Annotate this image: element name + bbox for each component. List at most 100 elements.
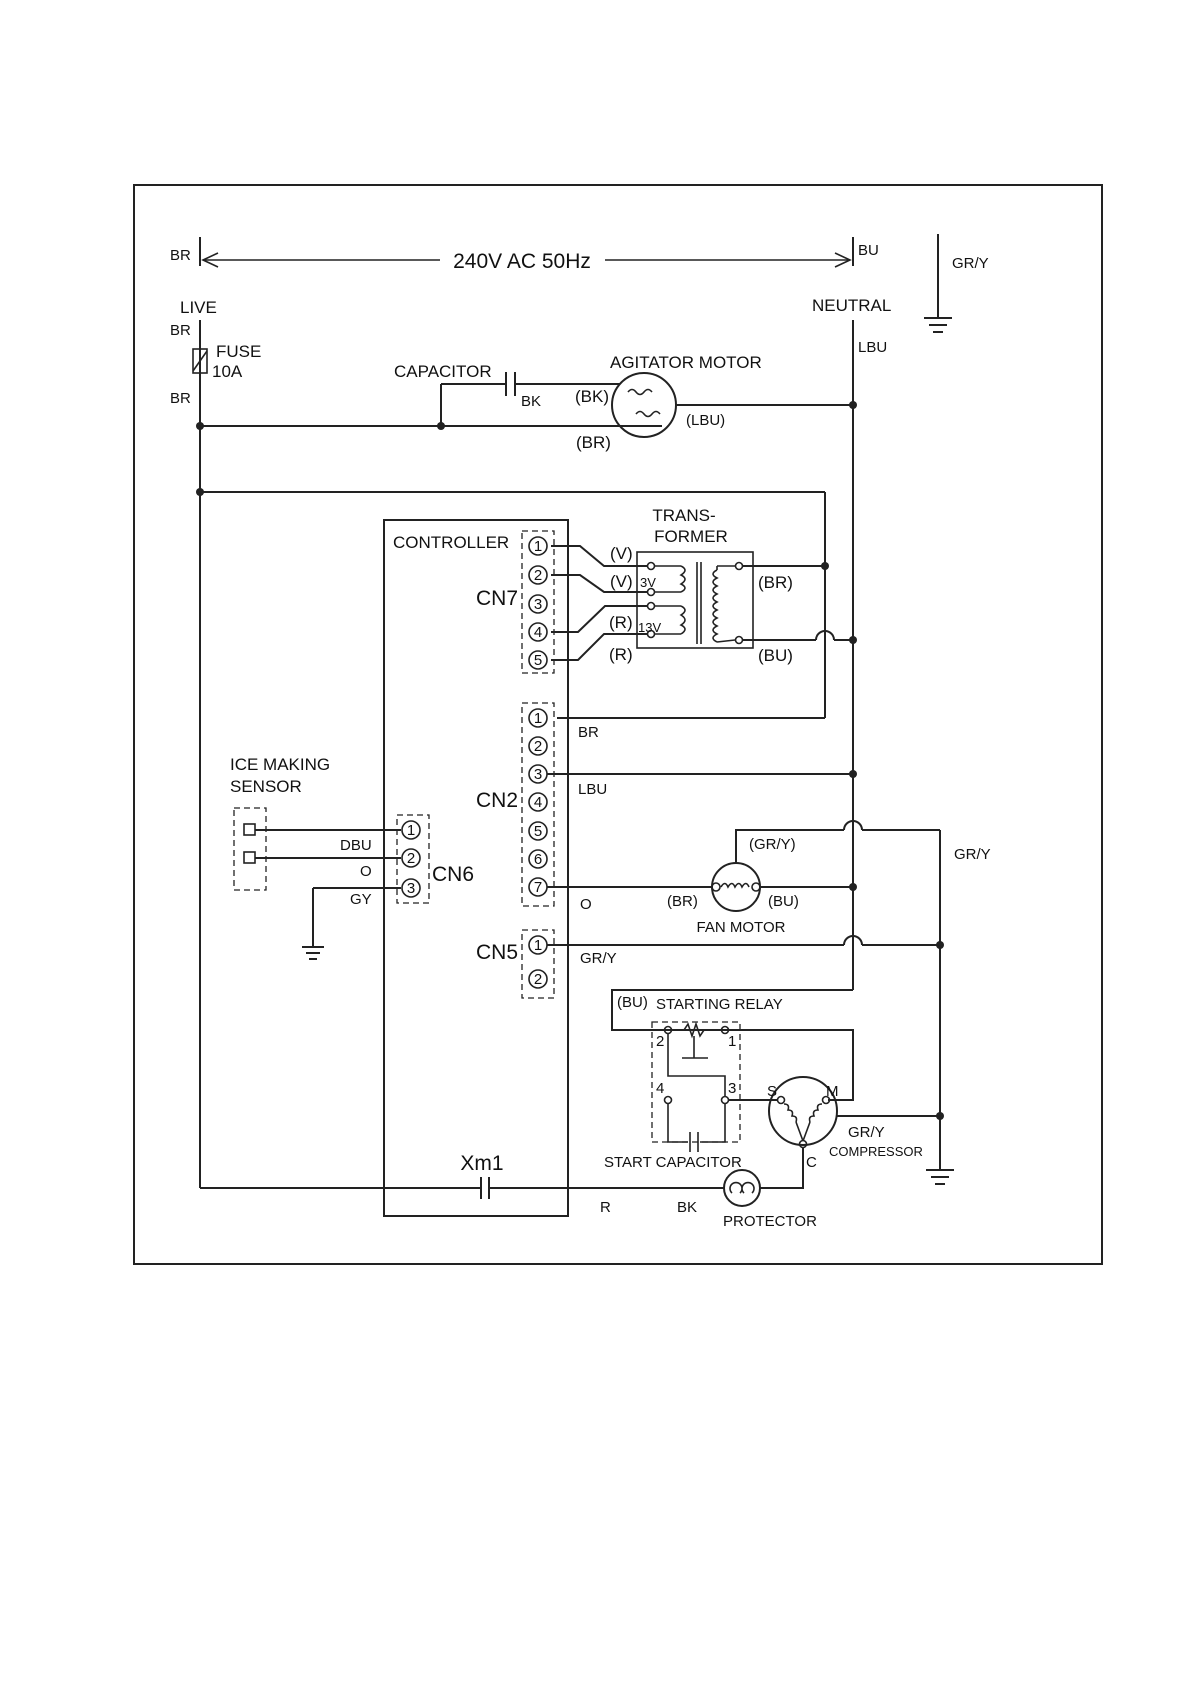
diagram-frame (133, 184, 1103, 1265)
agitator-br-label: (BR) (576, 433, 611, 452)
neutral-lbu-label: LBU (858, 339, 887, 356)
ice-sensor-box (233, 807, 267, 891)
fuse-rating-label: 10A (212, 362, 243, 381)
compressor-m-label: M (826, 1083, 839, 1100)
svg-text:5: 5 (534, 652, 542, 669)
svg-text:2: 2 (534, 567, 542, 584)
cn7-label: CN7 (476, 587, 518, 610)
transformer-v2-label: (V) (610, 572, 633, 591)
neutral-bu-label: BU (858, 242, 879, 259)
transformer-r1-label: (R) (609, 613, 633, 632)
earth-ground-icon (924, 317, 952, 333)
cn2-pin-6: 6 (528, 849, 548, 869)
sensor-o-label: O (360, 863, 372, 880)
cn6-pin-1: 1 (401, 820, 421, 840)
fan-gry-label: (GR/Y) (749, 836, 796, 853)
controller-label: CONTROLLER (393, 533, 509, 552)
starting-relay-section: (BU) STARTING RELAY 2 1 4 3 START CAPACI… (604, 989, 854, 1171)
live-br-mid-label: BR (170, 322, 191, 339)
cn5-pin-1: 1 (528, 935, 548, 955)
cn2-o-label: O (580, 896, 592, 913)
cn2-pin-7: 7 (528, 877, 548, 897)
compressor-label: COMPRESSOR (829, 1144, 923, 1159)
compressor-gry-label: GR/Y (848, 1124, 885, 1141)
svg-text:1: 1 (534, 710, 542, 727)
transformer-3v-label: 3V (640, 575, 656, 590)
sensor-gy-label: GY (350, 891, 372, 908)
svg-text:7: 7 (534, 879, 542, 896)
agitator-section: CAPACITOR BK AGITATOR MOTOR (BK) (BR) (L… (196, 353, 857, 452)
svg-text:4: 4 (534, 794, 542, 811)
svg-text:3: 3 (534, 766, 542, 783)
relay-pin-2-label: 2 (656, 1033, 664, 1050)
sensor-ground-icon (302, 946, 324, 960)
transformer-box (636, 551, 754, 649)
cn6-connector: CN6 1 2 3 (396, 814, 474, 904)
capacitor-label: CAPACITOR (394, 362, 492, 381)
xm1-capacitor-icon (480, 1177, 490, 1199)
transformer-br-label: (BR) (758, 573, 793, 592)
cn7-pin-3: 3 (528, 594, 548, 614)
cn2-pin-3: 3 (528, 764, 548, 784)
agitator-bk-label: (BK) (575, 387, 609, 406)
fuse-label: FUSE (216, 342, 261, 361)
protector-r-label: R (600, 1199, 611, 1216)
cn2-pin-2: 2 (528, 736, 548, 756)
live-br-low-label: BR (170, 390, 191, 407)
cn7-pin-4: 4 (528, 622, 548, 642)
transformer-v1-label: (V) (610, 544, 633, 563)
cn2-pin-5: 5 (528, 821, 548, 841)
svg-text:1: 1 (407, 822, 415, 839)
cn7-connector: CN7 1 2 3 4 5 (476, 530, 555, 674)
compressor-icon (768, 1076, 838, 1146)
ice-sensor-section: ICE MAKING SENSOR DBU O GY (230, 755, 401, 960)
agitator-motor-label: AGITATOR MOTOR (610, 353, 762, 372)
fan-bu-label: (BU) (768, 893, 799, 910)
transformer-bu-label: (BU) (758, 646, 793, 665)
relay-pin-4-label: 4 (656, 1080, 664, 1097)
start-capacitor-icon (689, 1132, 699, 1152)
transformer-title-1: TRANS- (652, 506, 715, 525)
cn6-label: CN6 (432, 863, 474, 886)
compressor-section: S M C GR/Y COMPRESSOR (760, 1076, 944, 1189)
transformer-13v-label: 13V (638, 620, 661, 635)
protector-label: PROTECTOR (723, 1213, 817, 1230)
relay-pin-3-label: 3 (728, 1080, 736, 1097)
starting-relay-label: STARTING RELAY (656, 996, 783, 1013)
controller-box (383, 519, 569, 1217)
capacitor-icon (505, 372, 516, 396)
transformer-r2-label: (R) (609, 645, 633, 664)
relay-bu-label: (BU) (617, 994, 648, 1011)
protector-icon (723, 1169, 761, 1207)
top-ground-gry-label: GR/Y (952, 255, 989, 272)
bottom-ground-icon (926, 1169, 954, 1185)
live-label: LIVE (180, 298, 217, 317)
right-ground-gry-label: GR/Y (954, 846, 991, 863)
transformer-section: TRANS- FORMER 3V 13V (BR) (BU) (V) (V) (… (551, 506, 857, 665)
fan-motor-label: FAN MOTOR (697, 919, 786, 936)
fan-motor-section: (GR/Y) (BR) (BU) FAN MOTOR (547, 820, 940, 936)
live-br-top-label: BR (170, 247, 191, 264)
ice-sensor-label-2: SENSOR (230, 777, 302, 796)
cn7-pin-2: 2 (528, 565, 548, 585)
cn7-pin-1: 1 (528, 536, 548, 556)
fan-br-label: (BR) (667, 893, 698, 910)
cn2-pin-1: 1 (528, 708, 548, 728)
agitator-motor-icon (611, 372, 677, 438)
transformer-title-2: FORMER (654, 527, 728, 546)
supply-voltage-label: 240V AC 50Hz (453, 250, 591, 273)
fuse-icon (192, 348, 208, 374)
svg-text:2: 2 (407, 850, 415, 867)
protector-section: Xm1 R BK PROTECTOR (200, 1152, 817, 1230)
capacitor-bk-label: BK (521, 393, 541, 410)
cn2-lbu-label: LBU (578, 781, 607, 798)
cn5-pin-2: 2 (528, 969, 548, 989)
compressor-c-label: C (806, 1154, 817, 1171)
svg-text:5: 5 (534, 823, 542, 840)
svg-text:6: 6 (534, 851, 542, 868)
cn6-pin-2: 2 (401, 848, 421, 868)
starting-relay-box (651, 1021, 741, 1143)
start-capacitor-label: START CAPACITOR (604, 1154, 742, 1171)
svg-text:4: 4 (534, 624, 542, 641)
